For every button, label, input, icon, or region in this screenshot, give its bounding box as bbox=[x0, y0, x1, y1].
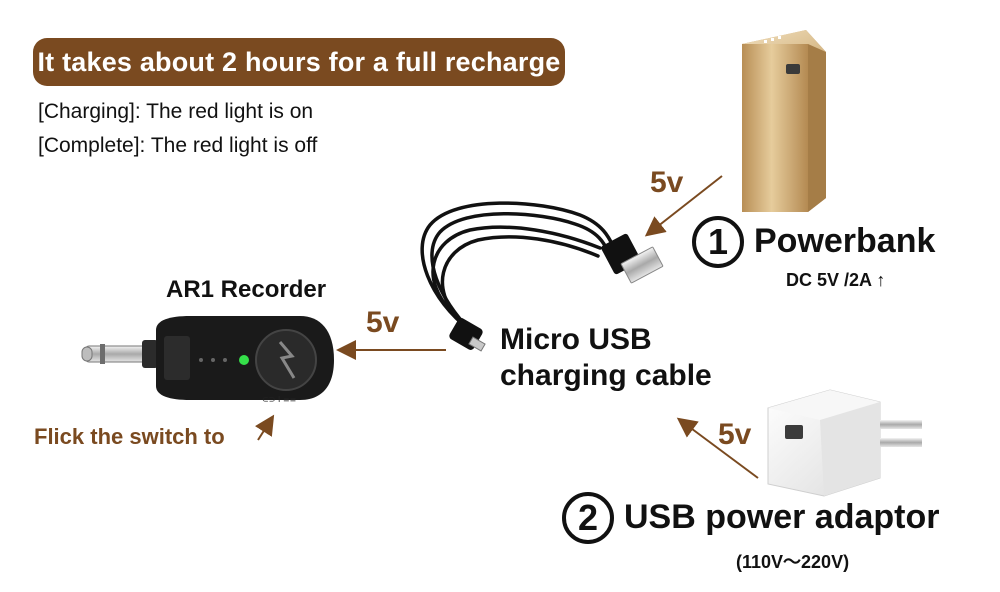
powerbank-voltage: 5v bbox=[650, 166, 684, 199]
usb-cable-image bbox=[420, 201, 617, 332]
cable-label-line1: Micro USB bbox=[500, 323, 652, 356]
powerbank-number: 1 bbox=[707, 221, 729, 262]
adaptor-number: 2 bbox=[577, 497, 599, 538]
svg-text:⊂⊃ I ≡≡: ⊂⊃ I ≡≡ bbox=[262, 395, 296, 404]
charging-status-text: [Charging]: The red light is on bbox=[38, 100, 314, 123]
recorder-voltage: 5v bbox=[366, 306, 400, 339]
switch-arrow bbox=[254, 414, 275, 441]
powerbank-label: Powerbank bbox=[754, 222, 936, 260]
usb-a-connector bbox=[601, 233, 664, 284]
usb-adaptor-image bbox=[767, 389, 922, 497]
recharge-time-banner: It takes about 2 hours for a full rechar… bbox=[33, 38, 565, 86]
cable-label: Micro USB charging cable bbox=[500, 322, 712, 394]
adaptor-spec: (110V～220V) bbox=[736, 552, 850, 572]
micro-usb-connector bbox=[449, 318, 486, 352]
switch-hint: Flick the switch to bbox=[34, 424, 225, 449]
up-arrow-icon: ↑ bbox=[876, 270, 886, 290]
powerbank-spec: DC 5V /2A ↑ bbox=[786, 270, 885, 291]
powerbank-arrow bbox=[644, 175, 723, 237]
adaptor-number-circle: 2 bbox=[562, 492, 614, 544]
adaptor-arrow bbox=[676, 417, 759, 479]
adaptor-label: USB power adaptor bbox=[624, 498, 940, 536]
powerbank-image bbox=[742, 30, 826, 212]
ar1-recorder-image: ⊂⊃ I ≡≡ bbox=[81, 316, 334, 404]
complete-status-text: [Complete]: The red light is off bbox=[38, 134, 318, 157]
recorder-label: AR1 Recorder bbox=[166, 276, 327, 303]
cable-label-line2: charging cable bbox=[500, 359, 712, 392]
powerbank-number-circle: 1 bbox=[692, 216, 744, 268]
powerbank-spec-text: DC 5V /2A bbox=[786, 270, 872, 290]
adaptor-voltage: 5v bbox=[718, 418, 752, 451]
